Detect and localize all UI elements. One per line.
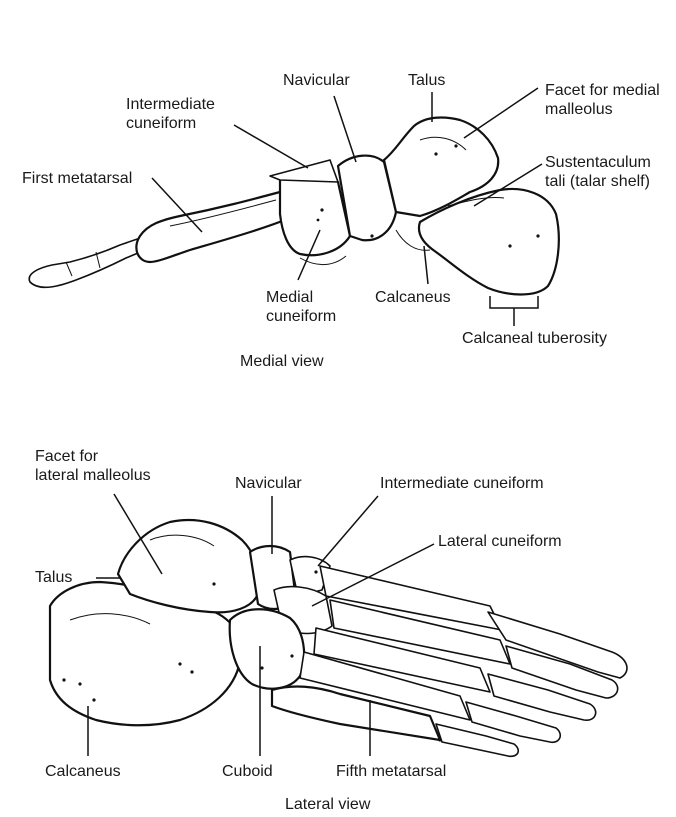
label-calcaneus-lateral: Calcaneus (45, 763, 121, 780)
medial-first-metatarsal (135, 190, 292, 264)
label-intermediate-cuneiform-medial: Intermediate cuneiform (126, 96, 215, 132)
label-cuboid: Cuboid (222, 763, 273, 780)
medial-phalanges (28, 235, 151, 289)
label-lateral-cuneiform: Lateral cuneiform (438, 533, 562, 550)
lateral-view-drawing (48, 518, 628, 758)
label-fifth-metatarsal: Fifth metatarsal (336, 763, 447, 780)
label-talus-lateral: Talus (35, 569, 73, 586)
lateral-cuboid-bone (228, 608, 306, 690)
lateral-talus-bone (116, 518, 261, 614)
label-navicular-medial: Navicular (283, 72, 350, 89)
label-intermediate-cuneiform-lateral: Intermediate cuneiform (380, 475, 544, 492)
caption-medial-view: Medial view (240, 353, 324, 370)
label-talus-medial: Talus (408, 72, 446, 89)
medial-view-drawing (28, 116, 560, 296)
label-sustentaculum-tali: Sustentaculum tali (talar shelf) (545, 154, 651, 190)
label-facet-lateral-malleolus: Facet for lateral malleolus (35, 448, 151, 484)
label-first-metatarsal: First metatarsal (22, 170, 133, 187)
lateral-leader-lines (87, 493, 435, 756)
medial-talus-bone (382, 116, 500, 218)
label-medial-cuneiform: Medial cuneiform (266, 289, 337, 325)
label-facet-medial-malleolus: Facet for medial malleolus (545, 82, 660, 118)
label-calcaneal-tuberosity: Calcaneal tuberosity (462, 330, 607, 347)
label-navicular-lateral: Navicular (235, 475, 302, 492)
label-calcaneus-medial: Calcaneus (375, 289, 451, 306)
caption-lateral-view: Lateral view (285, 796, 371, 813)
medial-leader-lines (151, 87, 543, 326)
